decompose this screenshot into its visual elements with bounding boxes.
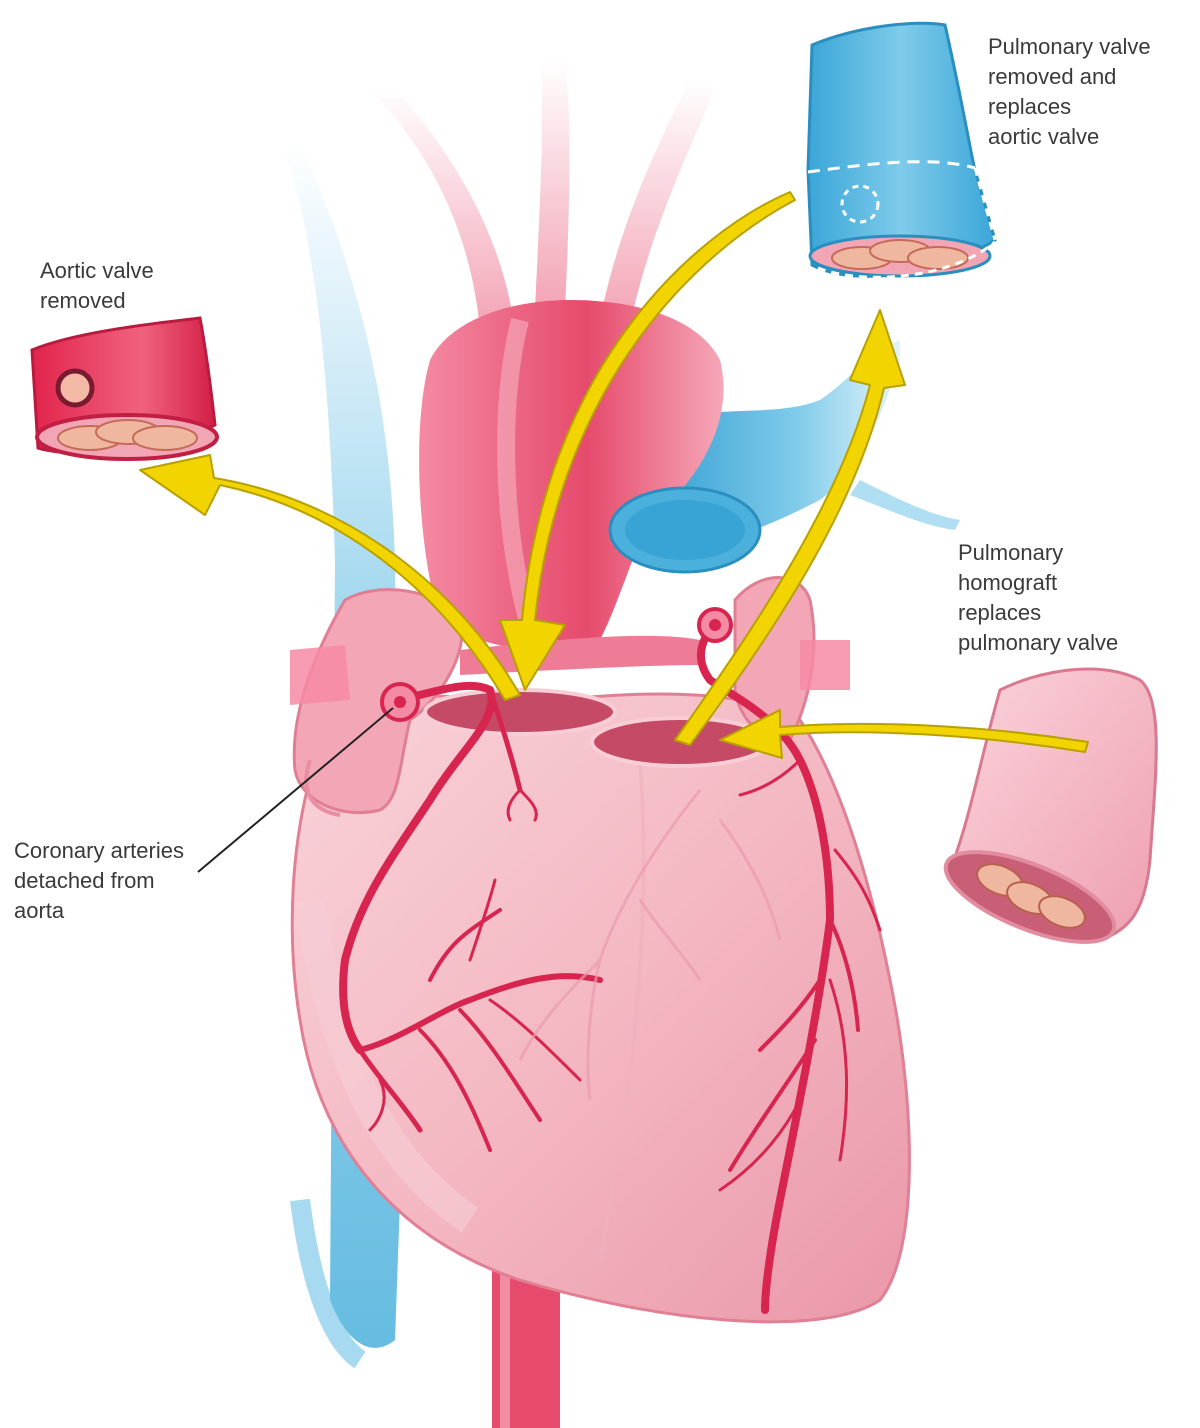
label-line: removed and <box>988 64 1117 89</box>
label-line: pulmonary valve <box>958 630 1119 655</box>
coronary-arteries <box>339 621 882 1314</box>
label-line: replaces <box>958 600 1042 625</box>
label-coronary-arteries: Coronary arteries detached from aorta <box>14 836 184 926</box>
removed-aortic-valve <box>30 316 219 461</box>
label-line: aorta <box>14 898 65 923</box>
coronary-button-right <box>697 607 733 643</box>
label-pulmonary-replaces-aortic: Pulmonary valve removed and replaces aor… <box>988 32 1151 152</box>
label-line: homograft <box>958 570 1058 595</box>
label-line: Coronary arteries <box>14 838 184 863</box>
aortic-valve-opening <box>423 688 617 736</box>
arrow-pulmonary-to-autograft <box>674 309 906 746</box>
pulmonary-homograft <box>943 667 1158 944</box>
arrows <box>139 191 1089 759</box>
label-line: removed <box>40 288 126 313</box>
arch-branches <box>370 60 715 330</box>
arrow-homograft-to-pulmonary <box>719 709 1089 759</box>
coronary-pointer-line <box>197 707 394 873</box>
label-line: Aortic valve <box>40 258 154 283</box>
pulmonary-autograft <box>806 21 997 279</box>
arrow-to-aortic-removed <box>139 454 521 701</box>
label-line: replaces <box>988 94 1072 119</box>
faint-coronary-branches <box>518 789 782 1101</box>
label-pulmonary-homograft: Pulmonary homograft replaces pulmonary v… <box>958 538 1118 658</box>
label-line: Pulmonary <box>958 540 1064 565</box>
coronary-button-left <box>380 682 420 722</box>
label-line: Pulmonary valve <box>988 34 1151 59</box>
arrow-autograft-to-aorta <box>499 191 796 691</box>
label-line: aortic valve <box>988 124 1100 149</box>
heart <box>290 692 911 1324</box>
pulmonary-trunk-opening <box>608 486 762 574</box>
label-line: detached from <box>14 868 155 893</box>
ascending-aorta <box>419 300 724 651</box>
label-aortic-valve-removed: Aortic valve removed <box>40 256 154 316</box>
